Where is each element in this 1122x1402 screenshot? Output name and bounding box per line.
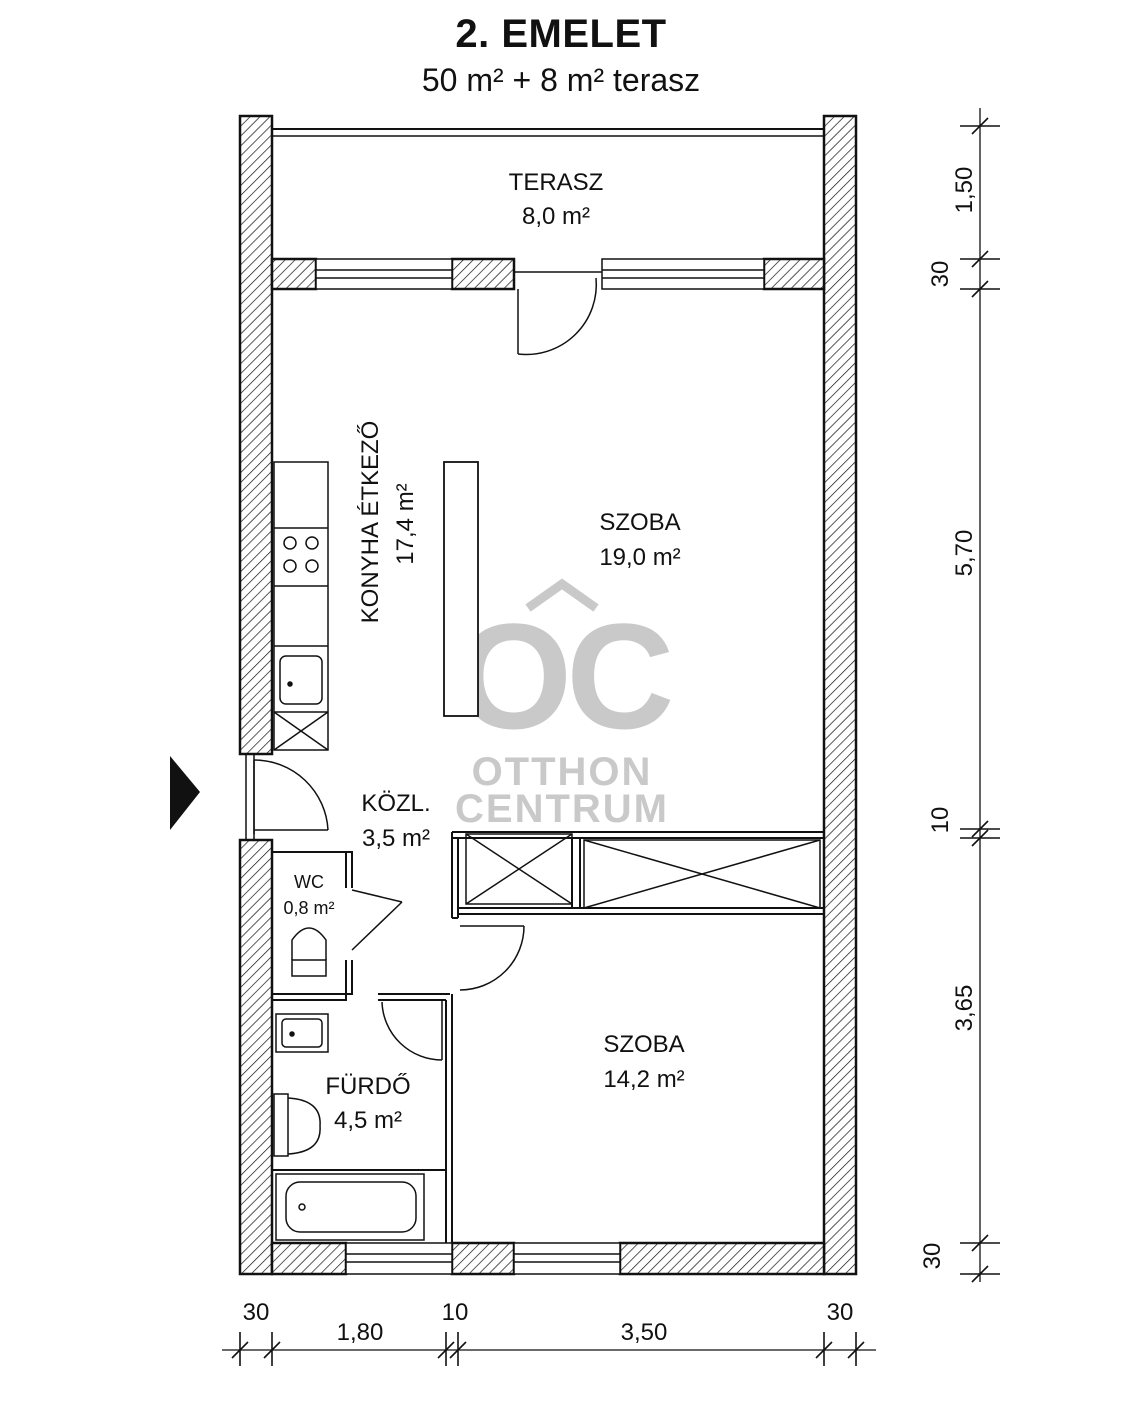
- window-bath: [345, 1242, 453, 1275]
- bath-area: 4,5 m²: [334, 1107, 402, 1134]
- bathtub-icon: [275, 1173, 425, 1241]
- terrace-name: TERASZ: [509, 169, 604, 196]
- terrace-railing: [272, 128, 824, 137]
- terrace-door: [514, 271, 602, 356]
- dim-bottom-wall-right: 30: [827, 1299, 854, 1326]
- window-terrace-right: [601, 258, 765, 290]
- entrance-door: [245, 754, 329, 840]
- dim-bottom-bath: 1,80: [337, 1319, 384, 1346]
- dim-right-terrace: 1,50: [951, 167, 978, 214]
- wc-name: WC: [294, 872, 324, 892]
- living-name: SZOBA: [599, 509, 680, 536]
- wall-bottom-mid: [450, 1241, 516, 1276]
- dimension-bottom-labels: 30 1,80 10 3,50 30: [243, 1299, 854, 1346]
- wardrobe-large: [583, 839, 821, 909]
- kitchen-sink-icon: [279, 655, 323, 705]
- living-area: 19,0 m²: [599, 544, 680, 571]
- wc-door: [351, 889, 403, 951]
- dimension-bottom: [222, 1332, 876, 1366]
- wall-terrace-right: [762, 257, 826, 291]
- walls: [238, 114, 858, 1276]
- bedroom-name: SZOBA: [603, 1031, 684, 1058]
- dining-table: [443, 461, 479, 717]
- dim-right-bedroom: 3,65: [951, 985, 978, 1032]
- dim-bottom-partition: 10: [442, 1299, 469, 1326]
- kitchen-area: 17,4 m²: [392, 483, 419, 564]
- dim-right-living: 5,70: [951, 530, 978, 577]
- bath-name: FÜRDŐ: [325, 1073, 410, 1100]
- partitions: [272, 831, 824, 1243]
- doors: [245, 271, 602, 1061]
- watermark-line2: CENTRUM: [455, 787, 669, 831]
- dim-right-wall-bottom: 30: [919, 1243, 946, 1270]
- bedroom-door: [459, 925, 525, 991]
- window-terrace-left: [315, 258, 453, 290]
- otthon-centrum-watermark: OC OTTHON CENTRUM: [455, 578, 677, 831]
- dim-bottom-wall-left: 30: [243, 1299, 270, 1326]
- watermark-roof-icon: [525, 578, 599, 612]
- wall-left-lower: [238, 838, 274, 1276]
- wall-terrace-left: [270, 257, 318, 291]
- kitchen-counter: [273, 461, 329, 751]
- floor-title: 2. EMELET: [455, 12, 667, 56]
- wall-left-upper: [238, 114, 274, 756]
- wall-bottom-left: [270, 1241, 348, 1276]
- watermark-line1: OTTHON: [472, 750, 653, 794]
- window-bedroom: [513, 1242, 621, 1275]
- wardrobe-small: [465, 833, 573, 905]
- floor-area-subtitle: 50 m² + 8 m² terasz: [421, 62, 701, 98]
- dim-right-wall-top: 30: [927, 261, 954, 288]
- toilet-icon: [291, 927, 327, 977]
- windows: [315, 258, 765, 1275]
- entrance-arrow-icon: [170, 756, 200, 830]
- bedroom-area: 14,2 m²: [603, 1066, 684, 1093]
- dimension-right-labels: 1,50 30 5,70 10 3,65 30: [919, 167, 978, 1270]
- wc-area: 0,8 m²: [283, 898, 334, 918]
- dim-bottom-bedroom: 3,50: [621, 1319, 668, 1346]
- room-labels: TERASZ 8,0 m² KONYHA ÉTKEZŐ 17,4 m² SZOB…: [283, 169, 684, 1134]
- kitchen-name: KONYHA ÉTKEZŐ: [357, 421, 384, 624]
- wall-terrace-mid: [450, 257, 516, 291]
- terrace-area: 8,0 m²: [522, 203, 590, 230]
- watermark-logo: OC: [456, 592, 672, 760]
- wall-right: [822, 114, 858, 1276]
- hall-area: 3,5 m²: [362, 825, 430, 852]
- dimension-right: [960, 108, 1000, 1283]
- hall-name: KÖZL.: [361, 790, 430, 817]
- wall-bottom-right: [618, 1241, 826, 1276]
- bath-door: [381, 1000, 443, 1061]
- wardrobes: [465, 833, 821, 909]
- stove-icon: [283, 536, 319, 573]
- dim-right-partition: 10: [927, 807, 954, 834]
- bath-toilet-icon: [273, 1093, 321, 1157]
- bath-sink-icon: [275, 1013, 329, 1053]
